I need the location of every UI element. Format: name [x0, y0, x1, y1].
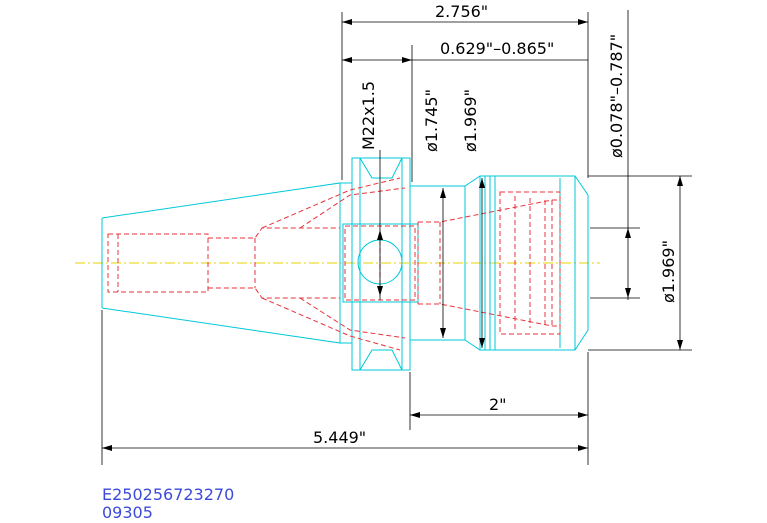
dim-thread: M22x1.5 [359, 81, 378, 150]
internal-hidden-lines [107, 177, 561, 351]
dim-dia-1745: ø1.745" [422, 89, 441, 152]
dim-dia-1969-right: ø1.969" [659, 240, 678, 303]
dim-overall-length: 5.449" [313, 428, 366, 447]
sub-code: 09305 [102, 503, 153, 522]
holder-outline [101, 157, 589, 371]
dim-collet-range: ø0.078"–0.787" [607, 34, 626, 158]
dimension-lines [101, 10, 692, 465]
dim-overall-length-right: 2.756" [435, 2, 488, 21]
dim-gauge-range: 0.629"–0.865" [440, 39, 554, 58]
part-number: E250256723270 [102, 485, 234, 504]
dim-nose-length: 2" [489, 395, 507, 414]
dim-dia-1969-top: ø1.969" [461, 89, 480, 152]
